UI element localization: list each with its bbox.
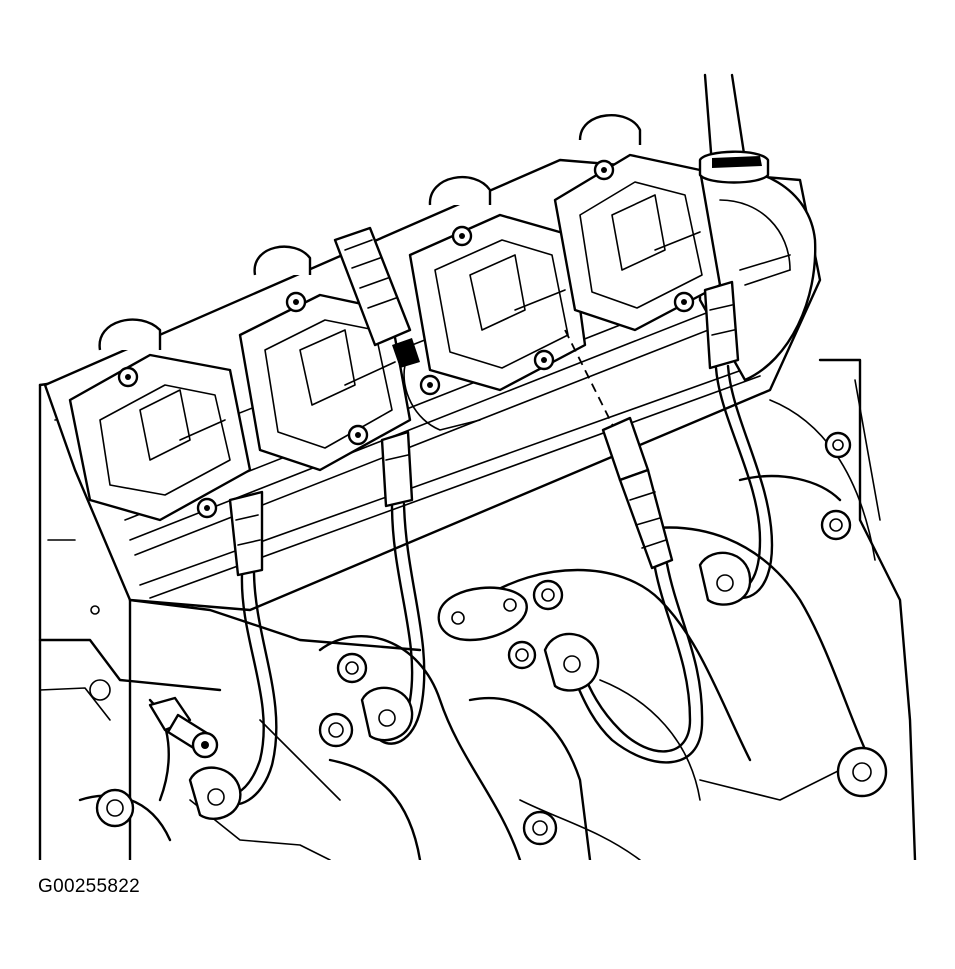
- ignition-coil-3: [408, 213, 587, 396]
- wiring-harness-connector: [333, 226, 481, 431]
- spark-plug-wire-2: [360, 430, 426, 745]
- ignition-coil-1: [68, 353, 252, 522]
- spark-plug-wire-4: [698, 280, 774, 606]
- spark-plug-wire-3: [543, 329, 704, 764]
- spark-plug-wire-1: [188, 490, 278, 820]
- vent-tube: [698, 73, 770, 184]
- ignition-coil-wiring-illustration: [38, 73, 917, 860]
- figure-id-label: G00255822: [38, 876, 141, 897]
- ignition-coil-2: [238, 291, 412, 472]
- exhaust-manifold: [318, 431, 888, 860]
- sensor-fitting: [148, 696, 219, 759]
